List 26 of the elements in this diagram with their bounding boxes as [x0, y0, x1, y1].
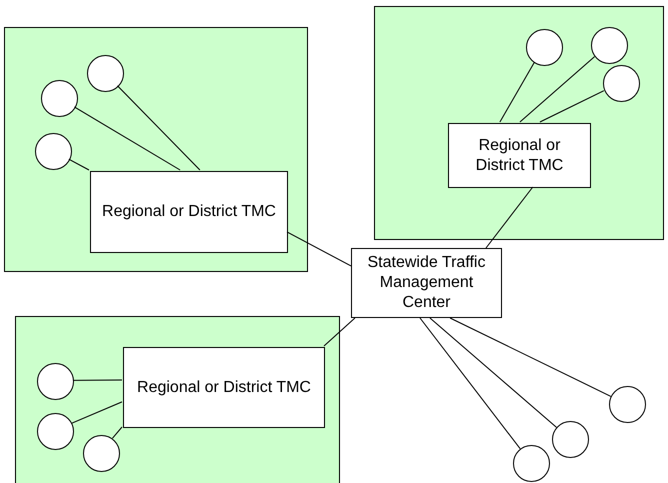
connector-line [450, 318, 612, 397]
region-panel [15, 316, 340, 483]
connector-line [486, 186, 534, 248]
process-box [351, 248, 502, 318]
connector-line [429, 318, 557, 428]
process-box [123, 347, 325, 428]
connector-line [286, 231, 352, 266]
connector-line [74, 106, 181, 170]
connector-line [539, 90, 604, 122]
connector-line [116, 85, 200, 170]
process-box [448, 123, 591, 188]
connector-line [324, 318, 356, 346]
connector-line [519, 56, 596, 122]
node-label: Regional or District TMC [474, 136, 564, 176]
region-panel [374, 6, 664, 240]
node-label: Regional or District TMC [102, 202, 276, 222]
node-label: Statewide Traffic Management Center [366, 253, 486, 313]
connector-line [72, 380, 122, 381]
node-label: Regional or District TMC [137, 378, 311, 398]
connector-line [68, 158, 90, 170]
connector-line [420, 318, 521, 450]
process-box [90, 171, 288, 253]
region-panel [4, 27, 308, 272]
connector-line [71, 401, 122, 424]
connector-line [112, 426, 122, 439]
connector-line [499, 62, 535, 122]
